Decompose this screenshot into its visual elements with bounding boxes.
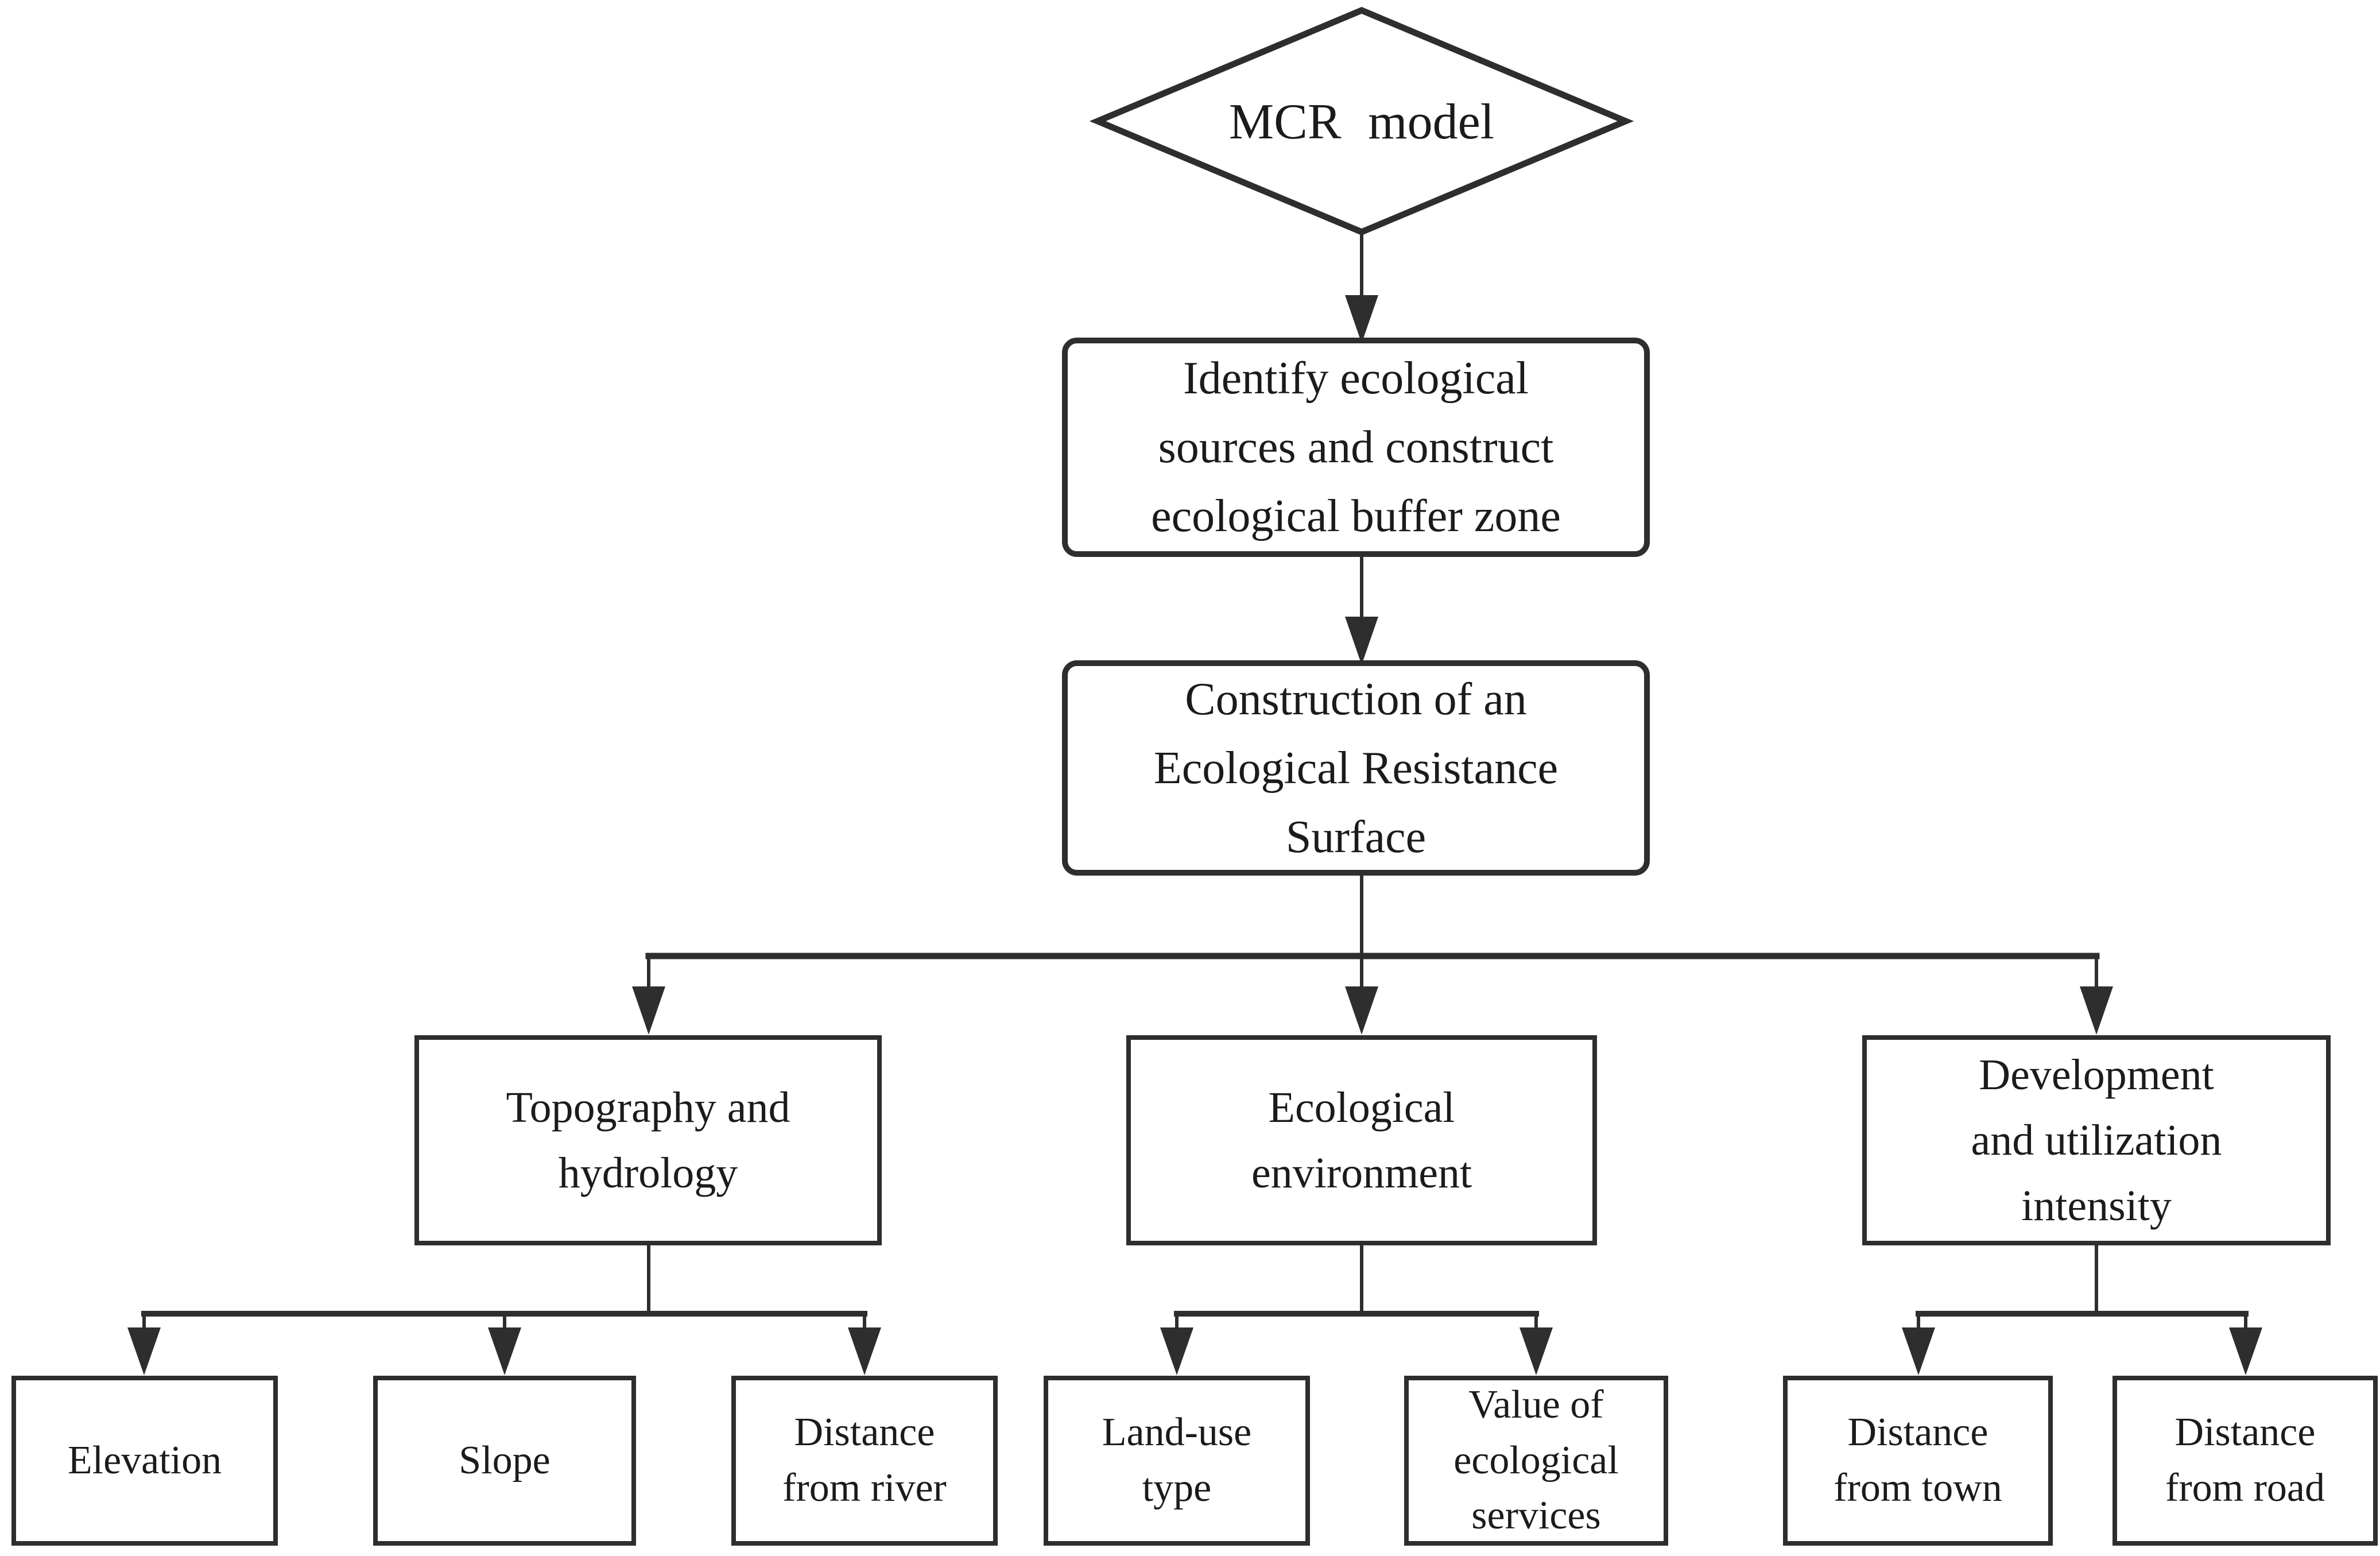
node-mcr-model: MCR model: [1166, 73, 1557, 170]
node-topography-hydrology-label: Topography and hydrology: [506, 1083, 790, 1197]
node-distance-from-river-label: Distance from river: [782, 1410, 947, 1510]
node-value-of-ecological-services-label: Value of ecological services: [1453, 1383, 1619, 1538]
node-development-utilization-intensity: Development and utilization intensity: [1862, 1035, 2331, 1245]
node-distance-from-town-label: Distance from town: [1834, 1410, 2002, 1510]
node-topography-hydrology: Topography and hydrology: [414, 1035, 882, 1245]
node-identify-ecological-sources-label: Identify ecological sources and construc…: [1151, 353, 1561, 541]
arrow-head: [2229, 1327, 2262, 1375]
node-mcr-model-label: MCR model: [1228, 94, 1495, 150]
arrow-head: [1345, 295, 1378, 343]
node-distance-from-town: Distance from town: [1783, 1376, 2053, 1546]
arrow-head: [488, 1327, 521, 1375]
node-ecological-environment-label: Ecological environment: [1251, 1083, 1472, 1197]
node-identify-ecological-sources: Identify ecological sources and construc…: [1062, 338, 1650, 557]
node-slope: Slope: [373, 1376, 636, 1546]
arrow-head: [1520, 1327, 1553, 1375]
node-distance-from-road-label: Distance from road: [2165, 1410, 2325, 1510]
node-elevation-label: Elevation: [67, 1438, 222, 1483]
arrow-head: [1160, 1327, 1193, 1375]
arrow-head: [1902, 1327, 1935, 1375]
arrow-head: [2080, 986, 2113, 1035]
arrow-head: [632, 986, 665, 1035]
node-development-utilization-intensity-label: Development and utilization intensity: [1971, 1051, 2222, 1230]
node-ecological-resistance-surface-label: Construction of an Ecological Resistance…: [1153, 674, 1559, 862]
arrow-head: [848, 1327, 881, 1375]
node-ecological-resistance-surface: Construction of an Ecological Resistance…: [1062, 660, 1650, 876]
node-distance-from-road: Distance from road: [2112, 1376, 2378, 1546]
node-ecological-environment: Ecological environment: [1126, 1035, 1597, 1245]
node-distance-from-river: Distance from river: [731, 1376, 998, 1546]
node-elevation: Elevation: [11, 1376, 278, 1546]
node-land-use-type: Land-use type: [1044, 1376, 1310, 1546]
arrow-head: [1345, 986, 1378, 1035]
arrow-head: [127, 1327, 161, 1375]
node-land-use-type-label: Land-use type: [1102, 1410, 1252, 1510]
node-value-of-ecological-services: Value of ecological services: [1404, 1376, 1668, 1546]
arrow-head: [1345, 617, 1378, 665]
node-slope-label: Slope: [459, 1438, 551, 1483]
